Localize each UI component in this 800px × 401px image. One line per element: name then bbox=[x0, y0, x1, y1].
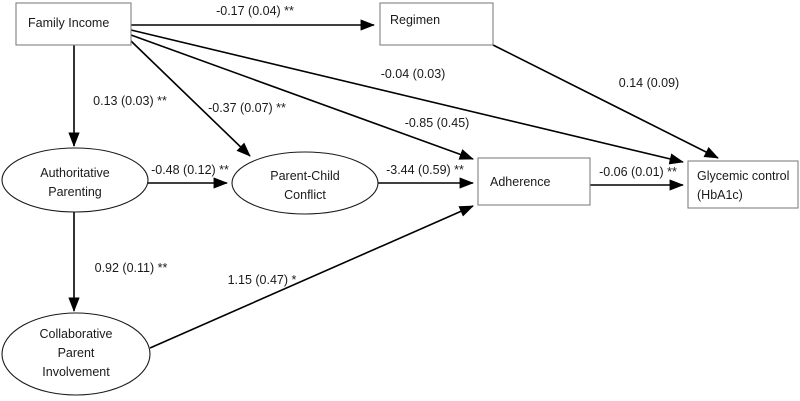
edge-label-fi-parenting: 0.13 (0.03) ** bbox=[93, 94, 167, 108]
edge-regimen-to-glycemic-control: 0.14 (0.09) bbox=[492, 44, 719, 159]
node-regimen-box[interactable] bbox=[379, 2, 494, 46]
node-family-income-label: Family Income bbox=[28, 16, 109, 30]
node-adherence-box[interactable] bbox=[477, 157, 591, 206]
edge-label-fi-glycemic: -0.04 (0.03) bbox=[381, 67, 446, 81]
node-collaborative-parent-involvement-label-line2: Parent bbox=[58, 346, 95, 360]
edge-label-fi-adherence: -0.85 (0.45) bbox=[405, 116, 470, 130]
edge-label-conflict-adherence: -3.44 (0.59) ** bbox=[386, 163, 464, 177]
edge-label-adherence-glycemic: -0.06 (0.01) ** bbox=[599, 165, 677, 179]
edge-line bbox=[492, 44, 719, 159]
edge-line bbox=[149, 205, 474, 349]
node-family-income-box[interactable] bbox=[15, 2, 132, 46]
edge-adherence-to-glycemic-control: -0.06 (0.01) ** bbox=[590, 165, 684, 191]
edge-line bbox=[130, 40, 251, 157]
edge-parent-child-conflict-to-adherence: -3.44 (0.59) ** bbox=[378, 163, 474, 189]
node-regimen[interactable]: Regimen bbox=[379, 2, 494, 46]
edge-label-parenting-conflict: -0.48 (0.12) ** bbox=[151, 163, 229, 177]
node-authoritative-parenting-label-line1: Authoritative bbox=[40, 166, 110, 180]
edge-label-regimen-glycemic: 0.14 (0.09) bbox=[619, 76, 679, 90]
edge-collaborative-involvement-to-adherence: 1.15 (0.47) * bbox=[149, 205, 474, 349]
node-regimen-label: Regimen bbox=[390, 13, 440, 27]
edge-family-income-to-parent-child-conflict: -0.37 (0.07) ** bbox=[130, 40, 286, 157]
edge-authoritative-parenting-to-parent-child-conflict: -0.48 (0.12) ** bbox=[148, 163, 229, 189]
node-parent-child-conflict-label-line2: Conflict bbox=[284, 188, 326, 202]
node-authoritative-parenting-ellipse[interactable] bbox=[1, 147, 149, 213]
node-collaborative-parent-involvement[interactable]: Collaborative Parent Involvement bbox=[1, 312, 151, 396]
node-glycemic-control-label-line1: Glycemic control bbox=[697, 169, 789, 183]
node-authoritative-parenting-label-line2: Parenting bbox=[48, 185, 102, 199]
edge-family-income-to-regimen: -0.17 (0.04) ** bbox=[131, 4, 375, 31]
edge-authoritative-parenting-to-collaborative-involvement: 0.92 (0.11) ** bbox=[68, 212, 168, 312]
node-parent-child-conflict[interactable]: Parent-Child Conflict bbox=[231, 151, 379, 215]
node-collaborative-parent-involvement-label-line3: Involvement bbox=[42, 365, 110, 379]
node-authoritative-parenting[interactable]: Authoritative Parenting bbox=[1, 147, 149, 213]
edge-label-fi-regimen: -0.17 (0.04) ** bbox=[216, 4, 294, 18]
node-parent-child-conflict-label-line1: Parent-Child bbox=[270, 169, 340, 183]
edge-family-income-to-adherence: -0.85 (0.45) bbox=[130, 34, 474, 160]
node-glycemic-control[interactable]: Glycemic control (HbA1c) bbox=[687, 160, 799, 209]
node-collaborative-parent-involvement-ellipse[interactable] bbox=[1, 312, 151, 396]
node-family-income[interactable]: Family Income bbox=[15, 2, 132, 46]
edge-label-parenting-involvement: 0.92 (0.11) ** bbox=[95, 261, 168, 275]
node-adherence-label: Adherence bbox=[490, 175, 551, 189]
edge-family-income-to-authoritative-parenting: 0.13 (0.03) ** bbox=[68, 45, 167, 147]
edge-label-fi-conflict: -0.37 (0.07) ** bbox=[208, 101, 286, 115]
edge-line bbox=[130, 29, 684, 165]
node-glycemic-control-label-line2: (HbA1c) bbox=[697, 188, 743, 202]
node-glycemic-control-box[interactable] bbox=[687, 160, 799, 209]
edge-family-income-to-glycemic-control: -0.04 (0.03) bbox=[130, 29, 684, 165]
edge-line bbox=[130, 34, 474, 160]
node-adherence[interactable]: Adherence bbox=[477, 157, 591, 206]
edge-label-involvement-adherence: 1.15 (0.47) * bbox=[228, 273, 297, 287]
node-parent-child-conflict-ellipse[interactable] bbox=[231, 151, 379, 215]
node-collaborative-parent-involvement-label-line1: Collaborative bbox=[40, 327, 113, 341]
